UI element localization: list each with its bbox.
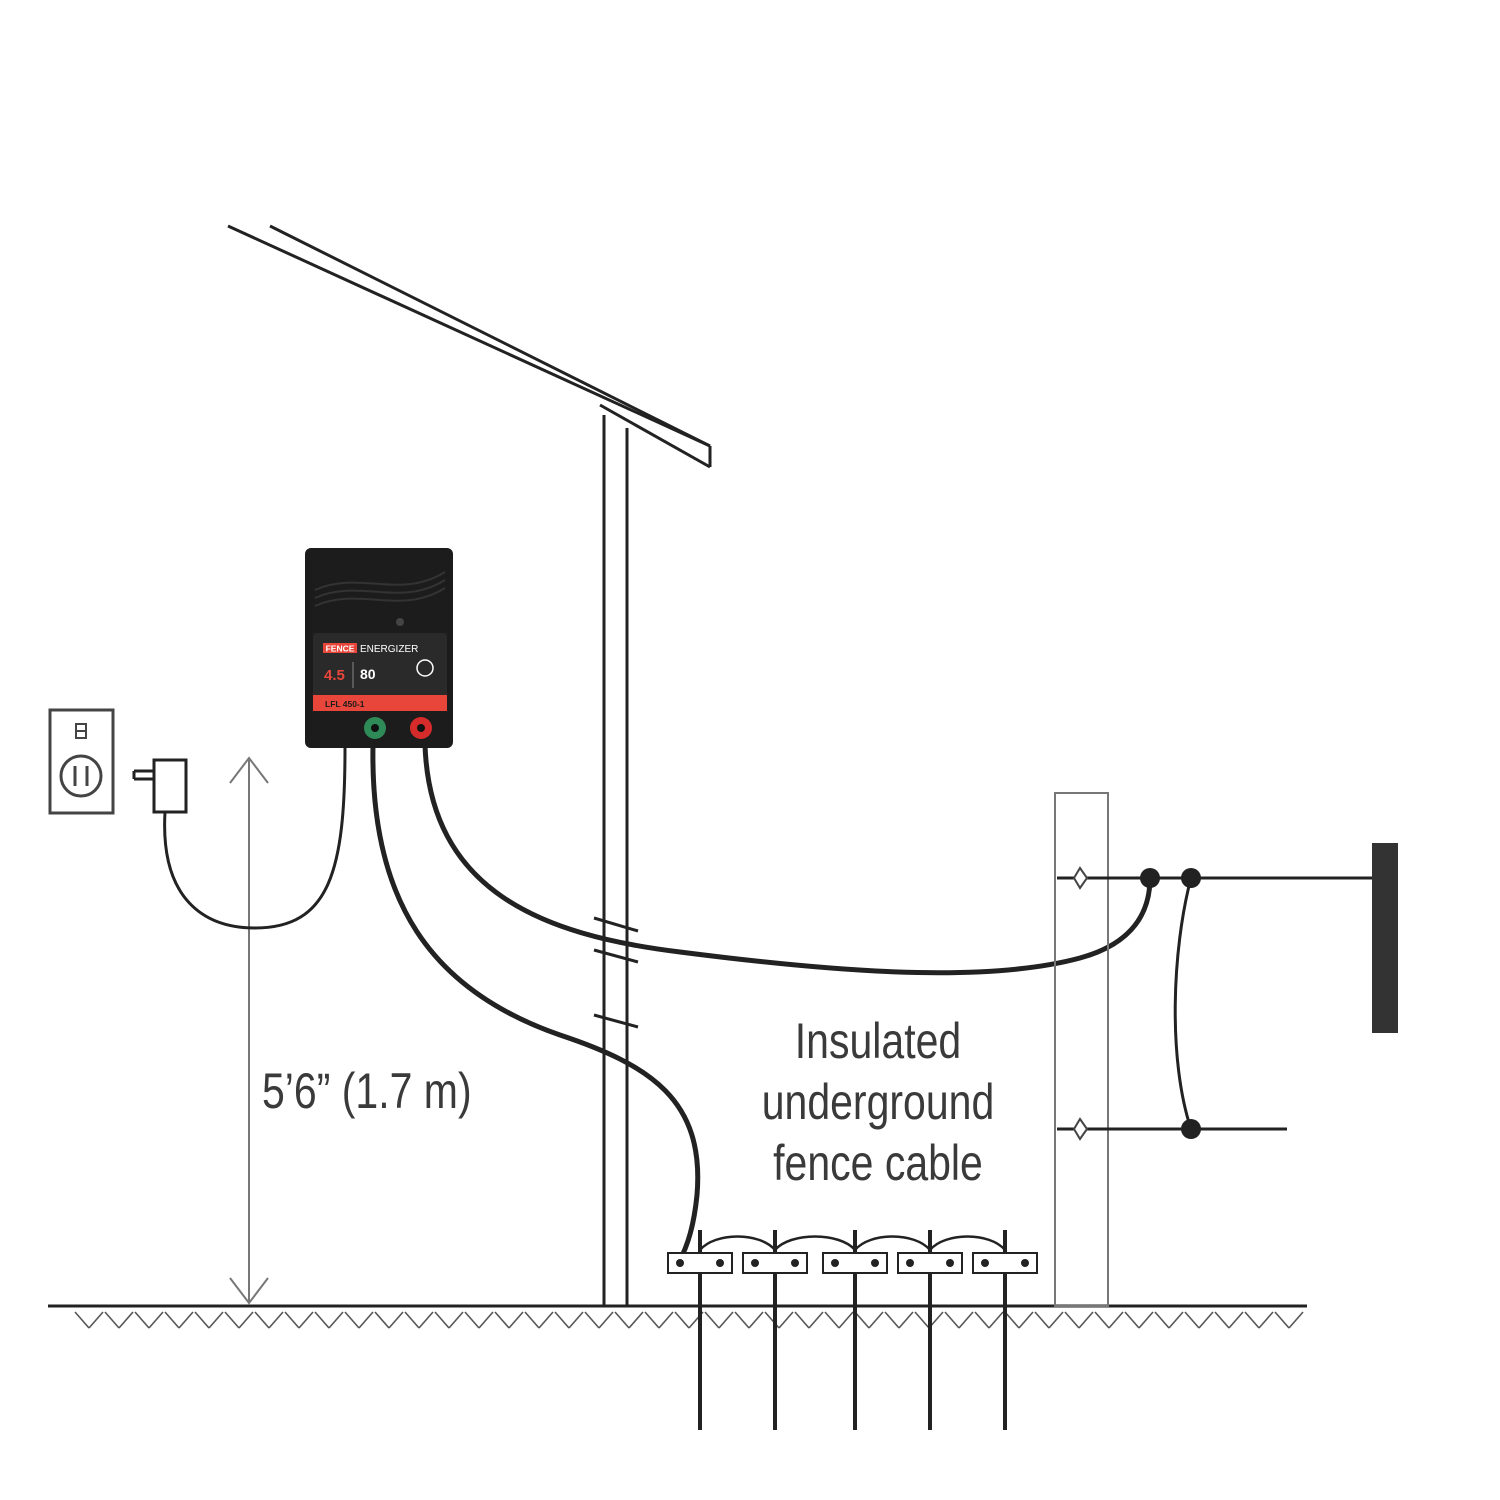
fence-energizer: FENCE ENERGIZER 4.5 80 LFL 450-1 xyxy=(305,548,453,748)
clamp-bolt xyxy=(716,1259,724,1267)
clamp-bolt xyxy=(1021,1259,1029,1267)
ground-rod-clamp xyxy=(897,1252,963,1274)
fence-wires xyxy=(1057,876,1372,1131)
ground-surface xyxy=(48,1304,1307,1329)
ground-lead-wire xyxy=(370,744,701,1264)
ground-rods xyxy=(667,1230,1038,1430)
fence-terminal xyxy=(410,717,432,739)
insulator-icon xyxy=(1072,866,1089,1141)
height-arrow xyxy=(229,756,269,1305)
clamp-bolt xyxy=(946,1259,954,1267)
energizer-joules: 4.5 xyxy=(324,667,345,684)
support-post xyxy=(593,415,639,1305)
power-cord xyxy=(163,747,347,930)
cable-label-line-3: fence cable xyxy=(773,1135,983,1191)
end-post xyxy=(1372,843,1398,1033)
ground-rod-bridge-wire xyxy=(699,1235,1006,1252)
ground-rod-clamp xyxy=(972,1252,1038,1274)
clamp-bolt xyxy=(831,1259,839,1267)
fence-post xyxy=(1054,792,1109,1307)
energizer-miles: 80 xyxy=(360,666,376,682)
energizer-brand-highlight: FENCE xyxy=(326,644,355,654)
ground-terminal xyxy=(364,717,386,739)
clamp-bolt xyxy=(906,1259,914,1267)
cable-label-line-1: Insulated xyxy=(794,1013,962,1069)
clamp-bolt xyxy=(791,1259,799,1267)
cable-label-line-2: underground xyxy=(761,1074,995,1130)
wire-connector-icon xyxy=(1140,868,1201,1139)
fence-lead-wire xyxy=(422,744,1153,976)
power-adapter-icon xyxy=(132,758,188,814)
ground-rod-clamp xyxy=(822,1252,888,1274)
wall-outlet-icon xyxy=(48,708,115,815)
ground-rod-clamp xyxy=(667,1252,733,1274)
ground-rod-clamp xyxy=(742,1252,808,1274)
energizer-model: LFL 450-1 xyxy=(325,699,365,709)
power-symbol-icon xyxy=(416,659,434,677)
clamp-bolt xyxy=(871,1259,879,1267)
clamp-bolt xyxy=(751,1259,759,1267)
clamp-bolt xyxy=(676,1259,684,1267)
energizer-brand: ENERGIZER xyxy=(360,644,418,655)
clamp-bolt xyxy=(981,1259,989,1267)
height-label: 5’6” (1.7 m) xyxy=(262,1063,472,1119)
roof-overhang xyxy=(227,224,712,469)
